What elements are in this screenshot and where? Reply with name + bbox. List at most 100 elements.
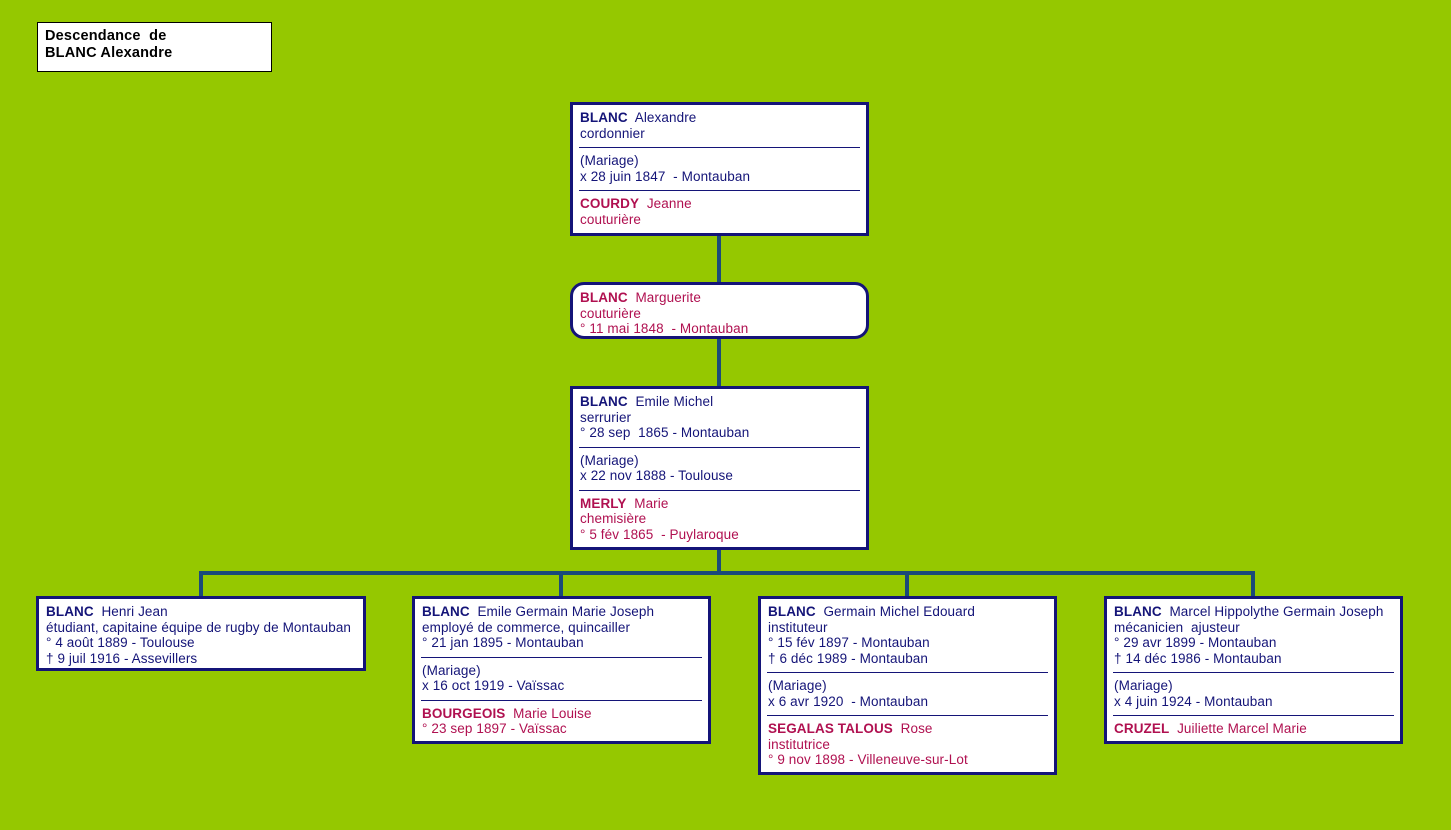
person-section-primary: BLANC Emile Germain Marie Joseph employé…: [415, 599, 708, 657]
union-event: x 6 avr 1920 - Montauban: [768, 693, 929, 709]
connector-gen2-to-gen3: [717, 338, 721, 386]
connector-sibling-bus: [199, 571, 1255, 575]
person-occupation: étudiant, capitaine équipe de rugby de M…: [46, 619, 352, 635]
person-name-line: BLANC Emile Germain Marie Joseph: [422, 604, 701, 620]
union-section: (Mariage) x 6 avr 1920 - Montauban: [761, 673, 1054, 715]
person-name-line: BLANC Henri Jean: [46, 604, 356, 620]
person-name-line: BLANC Alexandre: [580, 110, 859, 126]
person-given: Henri Jean: [101, 604, 168, 619]
person-box-gen2[interactable]: BLANC Marguerite couturière ° 11 mai 184…: [570, 282, 869, 339]
spouse-surname: MERLY: [580, 495, 627, 511]
spouse-surname: COURDY: [580, 196, 640, 211]
person-box-child2[interactable]: BLANC Emile Germain Marie Joseph employé…: [412, 596, 711, 744]
spouse-given: Rose: [900, 721, 933, 736]
person-given: Marguerite: [635, 290, 701, 305]
section-divider: [767, 672, 1048, 673]
spouse-name-line: MERLY Marie: [580, 496, 859, 512]
person-surname: BLANC: [580, 290, 628, 305]
person-name-line: BLANC Marcel Hippolythe Germain Joseph: [1114, 604, 1393, 620]
connector-bus-to-child1: [199, 571, 203, 597]
person-surname: BLANC: [768, 604, 816, 619]
person-occupation: instituteur: [768, 619, 828, 635]
spouse-section: MERLY Marie chemisière ° 5 fév 1865 - Pu…: [573, 491, 866, 548]
union-section: (Mariage) x 4 juin 1924 - Montauban: [1107, 673, 1400, 715]
section-divider: [767, 715, 1048, 716]
union-label: (Mariage): [1114, 678, 1173, 693]
spouse-given-spacer: [639, 196, 647, 211]
person-birth: ° 4 août 1889 - Toulouse: [46, 635, 195, 650]
section-divider: [421, 656, 702, 658]
spouse-occupation: couturière: [580, 211, 642, 227]
person-death: † 14 déc 1986 - Montauban: [1114, 650, 1282, 666]
section-divider: [1113, 715, 1394, 716]
union-section: (Mariage) x 16 oct 1919 - Vaïssac: [415, 658, 708, 700]
person-name-line: BLANC Emile Michel: [580, 394, 859, 410]
person-occupation: serrurier: [580, 409, 632, 425]
person-section-primary: BLANC Marcel Hippolythe Germain Joseph m…: [1107, 599, 1400, 672]
spouse-given-spacer: [893, 721, 901, 736]
person-given: Marcel Hippolythe Germain Joseph: [1169, 604, 1384, 619]
connector-bus-to-child3: [905, 571, 909, 597]
person-death: † 9 juil 1916 - Assevillers: [46, 650, 198, 666]
union-section: (Mariage) x 22 nov 1888 - Toulouse: [573, 448, 866, 490]
person-surname: BLANC: [422, 604, 470, 619]
spouse-section: CRUZEL Juiliette Marcel Marie: [1107, 716, 1400, 741]
person-box-root[interactable]: BLANC Alexandre cordonnier (Mariage) x 2…: [570, 102, 869, 236]
person-section-primary: BLANC Henri Jean étudiant, capitaine équ…: [39, 599, 363, 668]
connector-gen3-to-bus: [717, 549, 721, 575]
person-box-child3[interactable]: BLANC Germain Michel Edouard instituteur…: [758, 596, 1057, 775]
person-box-child4[interactable]: BLANC Marcel Hippolythe Germain Joseph m…: [1104, 596, 1403, 744]
section-divider: [579, 190, 860, 191]
spouse-occupation: institutrice: [768, 736, 830, 752]
spouse-given: Jeanne: [646, 196, 692, 211]
person-occupation: cordonnier: [580, 125, 645, 141]
person-box-gen3[interactable]: BLANC Emile Michel serrurier ° 28 sep 18…: [570, 386, 869, 550]
section-divider: [579, 489, 860, 491]
person-birth: ° 21 jan 1895 - Montauban: [422, 635, 584, 650]
person-section-primary: BLANC Alexandre cordonnier: [573, 105, 866, 147]
person-box-child1[interactable]: BLANC Henri Jean étudiant, capitaine équ…: [36, 596, 366, 671]
spouse-given: Juiliette Marcel Marie: [1177, 721, 1307, 736]
person-birth: ° 29 avr 1899 - Montauban: [1114, 635, 1277, 650]
union-event: x 16 oct 1919 - Vaïssac: [422, 678, 565, 693]
person-birth: ° 15 fév 1897 - Montauban: [768, 635, 930, 650]
person-section-primary: BLANC Marguerite couturière ° 11 mai 184…: [573, 285, 866, 336]
spouse-birth: ° 9 nov 1898 - Villeneuve-sur-Lot: [768, 752, 968, 767]
person-surname: BLANC: [46, 604, 94, 619]
chart-title-card: Descendance de BLANC Alexandre: [37, 22, 272, 72]
union-event: x 22 nov 1888 - Toulouse: [580, 468, 734, 483]
connector-bus-to-child2: [559, 571, 563, 597]
spouse-given: Marie Louise: [513, 705, 592, 721]
spouse-name-line: BOURGEOIS Marie Louise: [422, 706, 701, 722]
person-name-line: BLANC Marguerite: [580, 290, 859, 306]
chart-title-line-2: BLANC Alexandre: [45, 45, 173, 61]
section-divider: [421, 699, 702, 701]
spouse-name-line: COURDY Jeanne: [580, 196, 859, 212]
section-divider: [579, 147, 860, 148]
union-label: (Mariage): [580, 452, 639, 468]
spouse-given-spacer: [1169, 721, 1177, 736]
person-birth: ° 11 mai 1848 - Montauban: [580, 321, 749, 336]
section-divider: [1113, 672, 1394, 673]
connector-root-to-gen2: [717, 236, 721, 282]
person-occupation: mécanicien ajusteur: [1114, 619, 1240, 635]
spouse-surname: CRUZEL: [1114, 721, 1170, 736]
spouse-given-spacer: [505, 706, 513, 721]
person-name-line: BLANC Germain Michel Edouard: [768, 604, 1047, 620]
spouse-surname: SEGALAS TALOUS: [768, 721, 893, 736]
person-given: Emile Germain Marie Joseph: [477, 604, 655, 619]
union-label: (Mariage): [580, 153, 639, 168]
spouse-section: COURDY Jeanne couturière: [573, 191, 866, 233]
union-event: x 4 juin 1924 - Montauban: [1114, 693, 1273, 709]
union-event: x 28 juin 1847 - Montauban: [580, 168, 751, 184]
union-label: (Mariage): [768, 678, 827, 693]
spouse-surname: BOURGEOIS: [422, 705, 506, 721]
spouse-birth: ° 23 sep 1897 - Vaïssac: [422, 721, 567, 736]
person-given-spacer: [628, 110, 635, 125]
union-section: (Mariage) x 28 juin 1847 - Montauban: [573, 148, 866, 190]
person-given: Alexandre: [634, 110, 697, 125]
person-occupation: couturière: [580, 305, 642, 321]
section-divider: [579, 446, 860, 448]
person-given: Germain Michel Edouard: [823, 604, 975, 619]
person-surname: BLANC: [1114, 604, 1162, 619]
